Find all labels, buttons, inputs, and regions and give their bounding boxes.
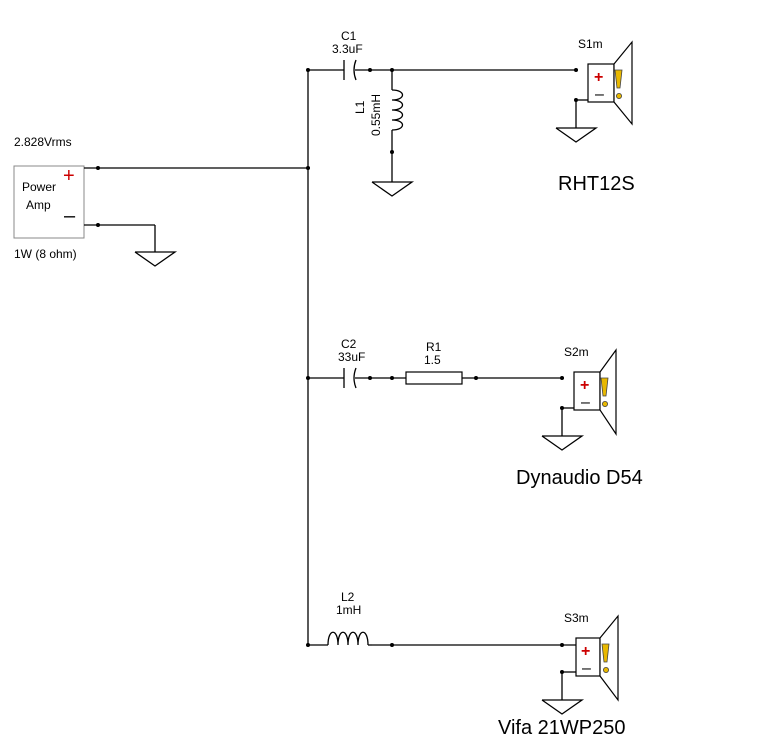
warning-icon bbox=[601, 643, 610, 674]
svg-text:+: + bbox=[581, 643, 590, 660]
s1-ref-label: S1m bbox=[578, 37, 603, 51]
power-amp[interactable]: 2.828Vrms Power Amp + – 1W (8 ohm) bbox=[13, 135, 85, 261]
speaker-s1-cone bbox=[613, 40, 633, 126]
capacitor-c2[interactable]: C2 33uF bbox=[338, 337, 365, 389]
ground-symbol-s3 bbox=[541, 699, 585, 715]
svg-text:–: – bbox=[595, 86, 604, 103]
amp-plus-sign: + bbox=[63, 165, 75, 187]
speaker-s2-name: Dynaudio D54 bbox=[516, 467, 643, 489]
l1-ref-label: L1 bbox=[353, 100, 367, 114]
s3-ref-label: S3m bbox=[564, 611, 589, 625]
svg-text:–: – bbox=[582, 660, 591, 677]
speaker-s3[interactable]: + – S3m bbox=[564, 611, 619, 702]
inductor-l2[interactable]: L2 1mH bbox=[327, 590, 372, 646]
amp-label-line1: Power bbox=[22, 180, 56, 194]
c2-ref-label: C2 bbox=[341, 337, 357, 351]
ground-symbol-s2 bbox=[541, 435, 585, 451]
svg-text:–: – bbox=[581, 394, 590, 411]
speaker-s1-name: RHT12S bbox=[558, 173, 635, 195]
speaker-s3-cone bbox=[599, 614, 619, 702]
c2-value-label: 33uF bbox=[338, 350, 365, 364]
l2-value-label: 1mH bbox=[336, 603, 361, 617]
svg-text:+: + bbox=[594, 69, 603, 86]
amp-minus-sign: – bbox=[64, 205, 76, 227]
speaker-s2[interactable]: + – S2m bbox=[564, 345, 617, 436]
speaker-s2-cone bbox=[599, 348, 617, 436]
svg-text:+: + bbox=[580, 377, 589, 394]
resistor-r1[interactable]: R1 1.5 bbox=[405, 340, 463, 385]
speaker-s3-magnet bbox=[575, 637, 601, 677]
r1-value-label: 1.5 bbox=[424, 353, 441, 367]
amp-voltage-label: 2.828Vrms bbox=[14, 135, 72, 149]
r1-ref-label: R1 bbox=[426, 340, 442, 354]
c1-value-label: 3.3uF bbox=[332, 42, 363, 56]
branch-woofer: L2 1mH bbox=[308, 590, 585, 715]
main-bus bbox=[306, 68, 310, 647]
branch-tweeter: C1 3.3uF L1 0.55mH bbox=[308, 29, 599, 197]
ground-symbol-l1 bbox=[371, 181, 415, 197]
amp-power-label: 1W (8 ohm) bbox=[14, 247, 77, 261]
amp-wiring bbox=[84, 166, 310, 252]
warning-icon bbox=[614, 69, 623, 100]
l1-value-label: 0.55mH bbox=[369, 94, 383, 136]
capacitor-c1[interactable]: C1 3.3uF bbox=[332, 29, 363, 81]
ground-symbol-amp bbox=[134, 251, 178, 267]
warning-icon bbox=[600, 377, 609, 407]
ground-symbol-s1 bbox=[555, 127, 599, 143]
speaker-s3-name: Vifa 21WP250 bbox=[498, 717, 626, 739]
power-amp-box bbox=[13, 165, 85, 239]
s2-ref-label: S2m bbox=[564, 345, 589, 359]
amp-label-line2: Amp bbox=[26, 198, 51, 212]
speaker-s1[interactable]: + – S1m bbox=[578, 37, 633, 126]
speaker-s2-magnet bbox=[573, 371, 601, 411]
branch-midrange: C2 33uF R1 1.5 bbox=[308, 337, 585, 451]
l2-ref-label: L2 bbox=[341, 590, 355, 604]
inductor-l1[interactable]: L1 0.55mH bbox=[353, 70, 404, 182]
c1-ref-label: C1 bbox=[341, 29, 357, 43]
